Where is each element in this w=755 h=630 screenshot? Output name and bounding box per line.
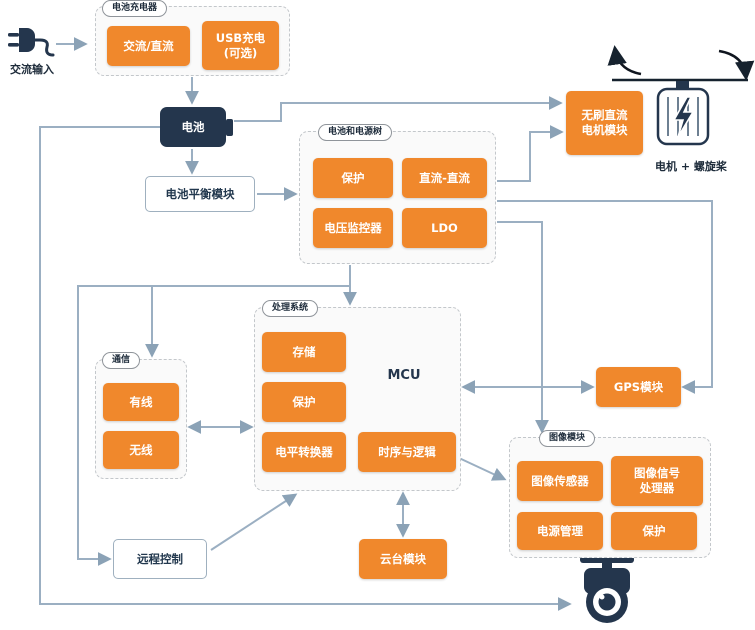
rotation-arrow-left-icon [607, 45, 642, 76]
connector-powertree-camera [497, 221, 549, 434]
battery-label: 电池 [181, 120, 205, 134]
connector-battery-camera [39, 126, 572, 611]
node-protection-camera: 保护 [611, 512, 697, 550]
node-wired: 有线 [103, 383, 179, 421]
plug-icon [8, 28, 55, 57]
node-bldc-motor-module: 无刷直流 电机模块 [566, 91, 643, 155]
rotation-arrow-right-icon [718, 49, 755, 81]
node-voltage-monitor: 电压监控器 [313, 208, 393, 248]
node-storage: 存储 [262, 332, 346, 372]
lightning-bolt-icon [672, 96, 695, 138]
connector-remote-processing [210, 493, 298, 551]
connector-powertree-motor [497, 125, 564, 182]
motor-propeller-label: 电机 + 螺旋桨 [655, 160, 727, 173]
node-battery-balance: 电池平衡模块 [145, 176, 255, 212]
group-power-tree-title: 电池和电源树 [318, 124, 393, 141]
node-protection-processing: 保护 [262, 382, 346, 422]
node-image-sensor: 图像传感器 [517, 461, 603, 501]
node-remote-control: 远程控制 [113, 539, 207, 579]
node-protection-power-tree: 保护 [313, 158, 393, 198]
node-mcu: MCU [387, 367, 421, 383]
connectors [39, 37, 713, 611]
node-gps: GPS模块 [596, 367, 681, 407]
node-level-shifter: 电平转换器 [262, 432, 346, 472]
node-gimbal-module: 云台模块 [359, 539, 447, 579]
node-usb-charging: USB充电 (可选) [202, 21, 279, 70]
node-isp: 图像信号 处理器 [611, 456, 703, 506]
group-image-module-title: 图像模块 [539, 430, 596, 447]
connector-processing-camera [458, 457, 507, 481]
battery-terminal-icon [226, 119, 233, 136]
node-wireless: 无线 [103, 431, 179, 469]
propeller-bar [607, 45, 755, 82]
group-processing-system-title: 处理系统 [262, 300, 319, 317]
connector-battery-motor [234, 96, 563, 122]
group-communication-title: 通信 [102, 352, 141, 369]
node-timing-logic: 时序与逻辑 [358, 432, 456, 472]
camera-icon [580, 556, 634, 623]
motor-icon [656, 81, 710, 146]
node-acdc: 交流/直流 [107, 26, 190, 66]
connector-rail-remote [77, 285, 152, 566]
ac-input-label: 交流输入 [10, 63, 54, 76]
node-power-management: 电源管理 [517, 512, 603, 550]
battery-icon: 电池 [160, 107, 226, 147]
node-dcdc: 直流-直流 [402, 158, 487, 198]
group-battery-charger-title: 电池充电器 [102, 0, 168, 17]
connector-powertree-gps [497, 200, 713, 394]
node-ldo: LDO [402, 208, 487, 248]
